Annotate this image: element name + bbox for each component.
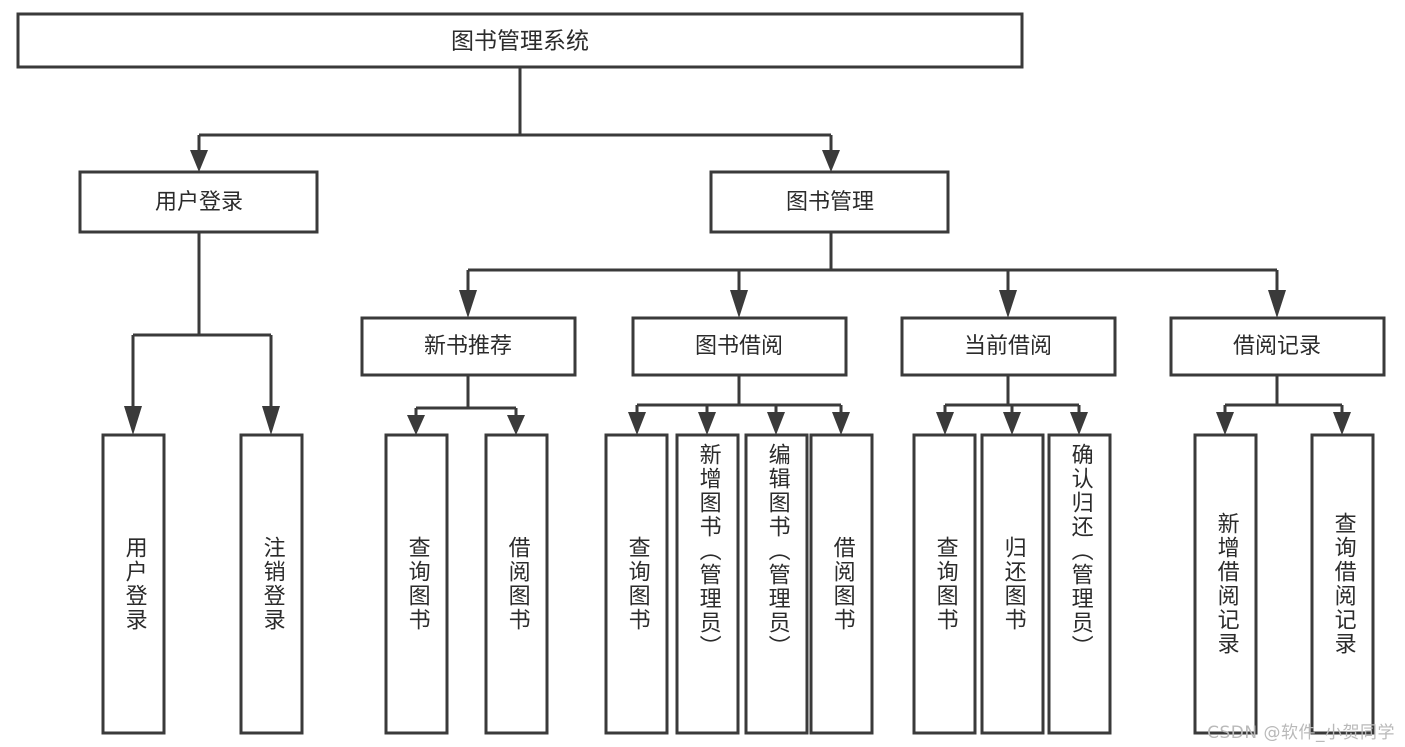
leaf-box-borrow-record-2[interactable] — [1310, 433, 1375, 735]
leaf-box-book-borrow-2[interactable] — [675, 433, 740, 735]
arrow-leaf-current-borrow-3 — [1070, 412, 1088, 435]
arrow-borrow-record — [1268, 290, 1286, 318]
arrow-leaf-user-login-2 — [262, 406, 280, 435]
node-book-manage-label: 图书管理 — [786, 190, 874, 215]
arrow-leaf-borrow-record-1 — [1216, 412, 1234, 435]
leaf-box-current-borrow-3[interactable] — [1047, 433, 1112, 735]
arrow-book-manage — [822, 150, 840, 172]
arrow-leaf-new-book-1 — [407, 415, 425, 435]
node-root-label: 图书管理系统 — [451, 29, 589, 55]
node-borrow-record[interactable]: 借阅记录 — [1169, 316, 1386, 377]
node-current-borrow-label: 当前借阅 — [964, 334, 1052, 359]
arrow-leaf-book-borrow-4 — [832, 412, 850, 435]
watermark-text: CSDN @软件_小贺同学 — [1207, 723, 1395, 743]
leaf-box-book-borrow-4[interactable] — [809, 433, 874, 735]
node-borrow-record-label: 借阅记录 — [1233, 334, 1321, 359]
leaf-box-new-book-1[interactable] — [384, 433, 449, 735]
node-new-book-recommend[interactable]: 新书推荐 — [360, 316, 577, 377]
arrow-book-borrow — [730, 290, 748, 318]
arrow-leaf-current-borrow-2 — [1003, 412, 1021, 435]
arrow-leaf-new-book-2 — [507, 415, 525, 435]
arrow-new-book — [459, 290, 477, 318]
node-book-manage-box[interactable] — [709, 170, 950, 234]
arrow-leaf-current-borrow-1 — [936, 412, 954, 435]
leaf-box-user-login-2[interactable] — [239, 433, 304, 735]
node-borrow-record-box[interactable] — [1169, 316, 1386, 377]
arrow-user-login — [190, 150, 208, 172]
leaf-box-new-book-2[interactable] — [484, 433, 549, 735]
node-root-box[interactable] — [16, 12, 1024, 69]
node-user-login[interactable]: 用户登录 — [78, 170, 319, 234]
arrow-leaf-book-borrow-2 — [698, 412, 716, 435]
node-current-borrow-box[interactable] — [900, 316, 1117, 377]
node-user-login-label: 用户登录 — [155, 190, 243, 215]
node-book-borrow[interactable]: 图书借阅 — [631, 316, 848, 377]
node-book-borrow-label: 图书借阅 — [695, 334, 783, 359]
arrow-leaf-user-login-1 — [124, 406, 142, 435]
node-book-borrow-box[interactable] — [631, 316, 848, 377]
arrow-leaf-book-borrow-3 — [767, 412, 785, 435]
leaf-box-borrow-record-1[interactable] — [1193, 433, 1258, 735]
arrow-current-borrow — [999, 290, 1017, 318]
node-new-book-recommend-label: 新书推荐 — [424, 334, 512, 359]
arrow-leaf-borrow-record-2 — [1333, 412, 1351, 435]
edge-layer — [124, 67, 1351, 435]
leaf-box-book-borrow-3[interactable] — [744, 433, 809, 735]
node-user-login-box[interactable] — [78, 170, 319, 234]
node-new-book-recommend-box[interactable] — [360, 316, 577, 377]
arrow-leaf-book-borrow-1 — [628, 412, 646, 435]
leaf-box-current-borrow-1[interactable] — [912, 433, 977, 735]
node-current-borrow[interactable]: 当前借阅 — [900, 316, 1117, 377]
node-root[interactable]: 图书管理系统 — [16, 12, 1024, 69]
leaf-box-book-borrow-1[interactable] — [604, 433, 669, 735]
leaf-box-current-borrow-2[interactable] — [980, 433, 1045, 735]
leaf-layer — [101, 433, 1375, 735]
leaf-box-user-login-1[interactable] — [101, 433, 166, 735]
node-book-manage[interactable]: 图书管理 — [709, 170, 950, 234]
